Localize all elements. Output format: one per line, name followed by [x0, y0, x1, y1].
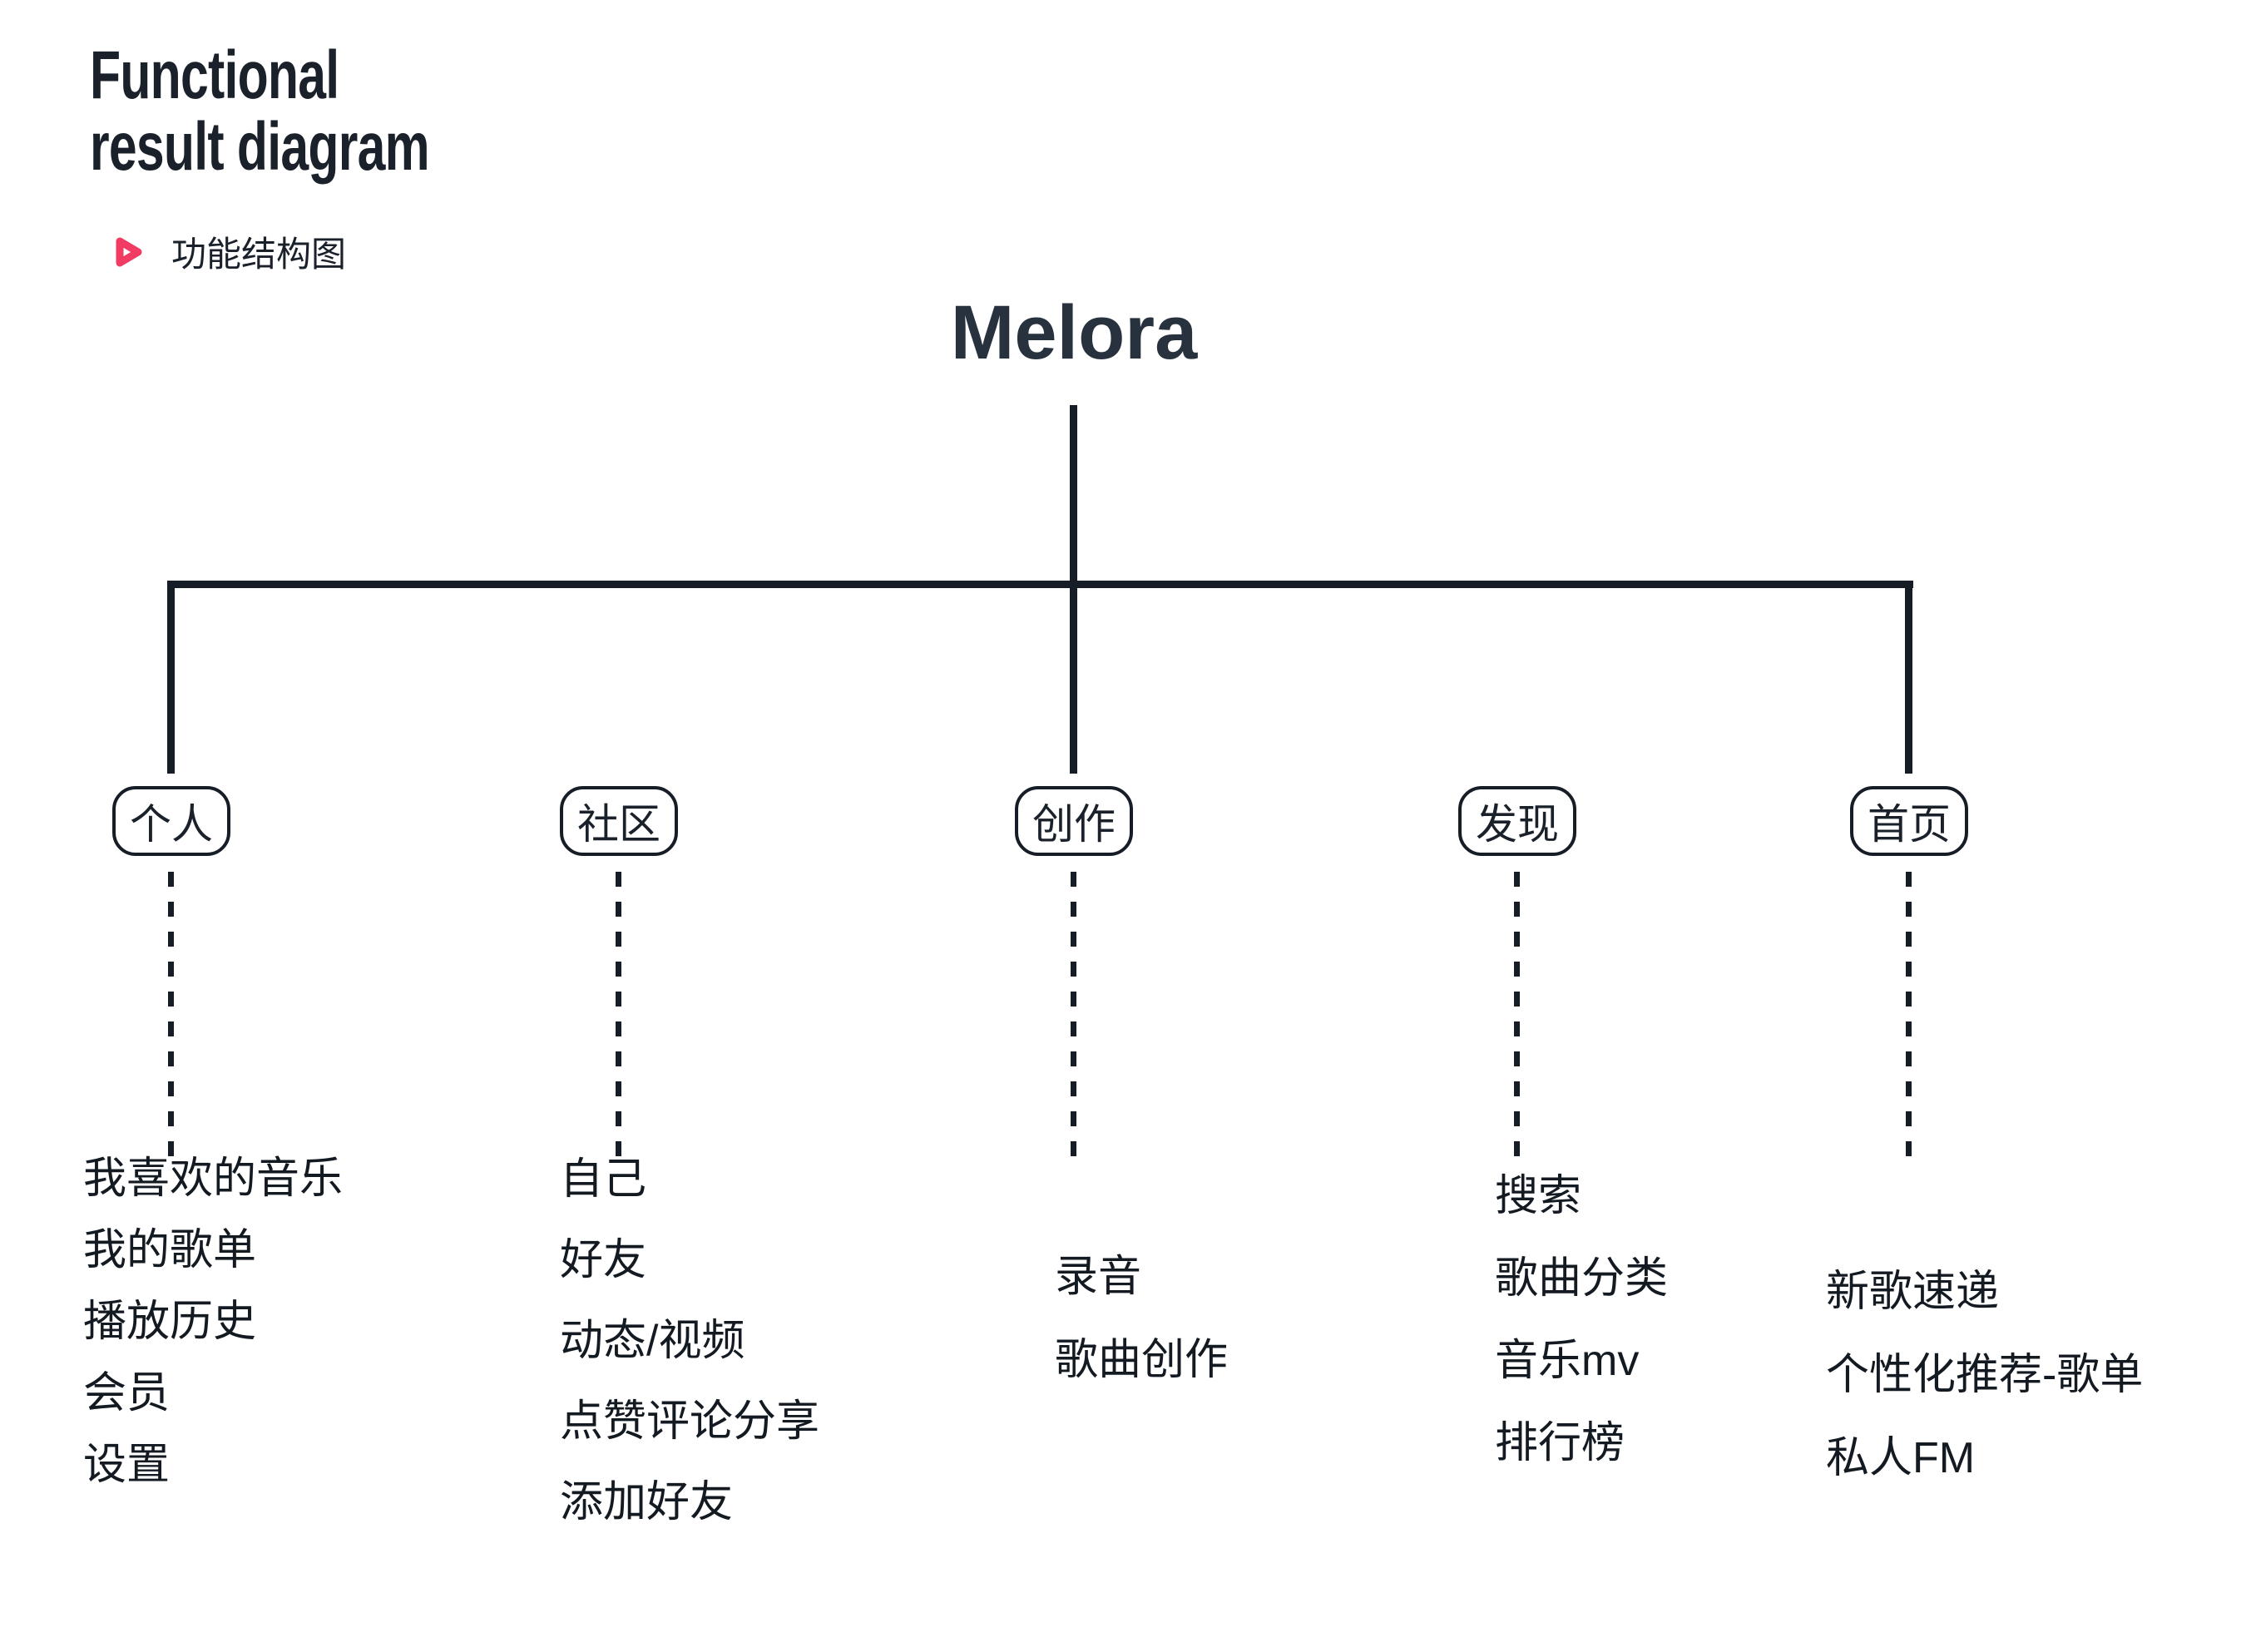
dashed-connector-home	[1906, 872, 1912, 1156]
play-icon	[116, 237, 142, 266]
leaf-list-community: 自己 好友 动态/视频 点赞评论分享 添加好友	[560, 1140, 819, 1543]
branch-label-community: 社区	[577, 801, 660, 848]
leaf-item: 私人FM	[1826, 1434, 1976, 1482]
leaf-item: 排行榜	[1495, 1419, 1625, 1467]
leaf-item: 播放历史	[83, 1298, 257, 1346]
root-node-label: Melora	[950, 290, 1198, 375]
leaf-list-discover: 搜索 歌曲分类 音乐mv 排行榜	[1495, 1155, 1668, 1485]
branch-horizontal-line	[167, 581, 1913, 588]
subtitle-label: 功能结构图	[171, 235, 347, 274]
leaf-item: 歌曲创作	[1055, 1336, 1229, 1384]
leaf-list-creation: 录音 歌曲创作	[1055, 1235, 1228, 1402]
trunk-line	[1070, 405, 1077, 774]
branch-node-creation: 创作	[1015, 786, 1133, 856]
leaf-item: 我的歌单	[83, 1226, 257, 1274]
leaf-item: 点赞评论分享	[560, 1397, 820, 1446]
leaf-item: 动态/视频	[560, 1317, 745, 1365]
branch-node-community: 社区	[560, 786, 678, 856]
leaf-item: 添加好友	[560, 1478, 734, 1526]
drop-line-right	[1905, 581, 1912, 774]
page-title: Functional result diagram	[90, 37, 430, 185]
leaf-item: 新歌速递	[1826, 1268, 2000, 1316]
branch-label-personal: 个人	[130, 801, 213, 848]
dashed-connector-personal	[168, 872, 174, 1156]
branch-node-personal: 个人	[112, 786, 230, 856]
page-title-line1: Functional	[90, 37, 339, 113]
leaf-list-home: 新歌速递 个性化推荐-歌单 私人FM	[1826, 1250, 2143, 1500]
leaf-item: 个性化推荐-歌单	[1826, 1351, 2144, 1399]
leaf-item: 设置	[83, 1441, 171, 1489]
dashed-connector-creation	[1071, 872, 1076, 1156]
leaf-item: 我喜欢的音乐	[83, 1155, 344, 1203]
branch-label-discover: 发现	[1476, 801, 1559, 848]
leaf-item: 自己	[560, 1155, 647, 1204]
subtitle-row: 功能结构图	[105, 226, 346, 277]
branch-label-home: 首页	[1868, 801, 1951, 848]
leaf-item: 歌曲分类	[1495, 1254, 1669, 1303]
drop-line-left	[167, 581, 175, 774]
page-title-line2: result diagram	[90, 109, 430, 185]
leaf-item: 录音	[1055, 1253, 1142, 1301]
leaf-item: 搜索	[1495, 1172, 1582, 1220]
branch-node-home: 首页	[1850, 786, 1968, 856]
leaf-item: 会员	[83, 1369, 171, 1417]
branch-label-creation: 创作	[1032, 801, 1116, 848]
leaf-list-personal: 我喜欢的音乐 我的歌单 播放历史 会员 设置	[83, 1143, 343, 1501]
branch-node-discover: 发现	[1458, 786, 1576, 856]
leaf-item: 音乐mv	[1495, 1337, 1640, 1385]
leaf-item: 好友	[560, 1236, 647, 1284]
dashed-connector-community	[616, 872, 621, 1156]
dashed-connector-discover	[1514, 872, 1520, 1156]
